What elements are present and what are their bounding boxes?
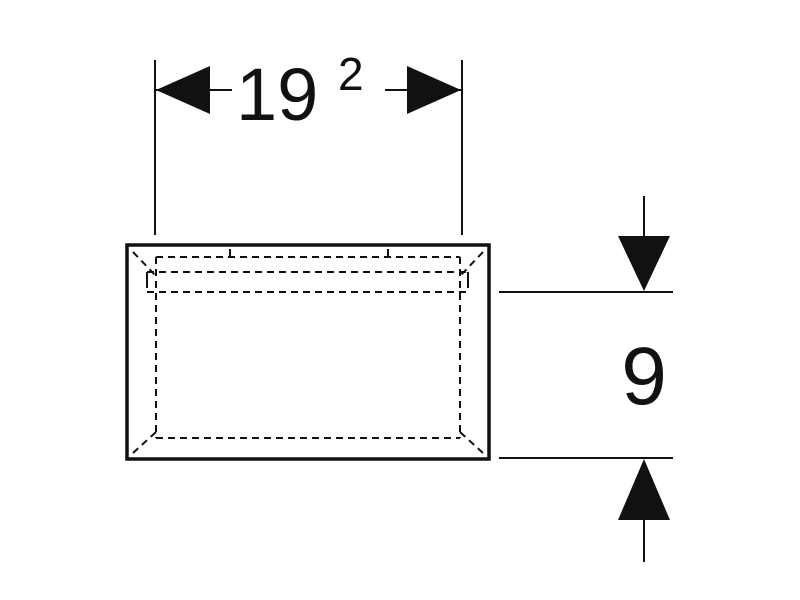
height-dimension-value: 9: [621, 331, 667, 422]
width-dimension-superscript: 2: [338, 48, 364, 100]
hidden-lines: [132, 251, 484, 454]
width-arrow-right-icon: [407, 66, 461, 114]
top-ticks: [146, 249, 469, 288]
height-arrow-top-icon: [618, 236, 670, 291]
width-arrow-left-icon: [156, 66, 210, 114]
box-outline: [125, 243, 491, 461]
width-dimension-value: 19: [236, 53, 318, 136]
height-arrow-bottom-icon: [618, 459, 670, 520]
